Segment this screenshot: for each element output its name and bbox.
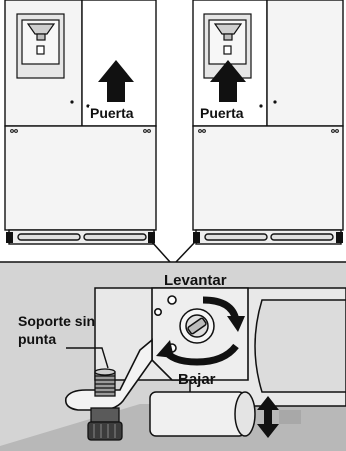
leveling-leg-right	[193, 232, 343, 243]
bracket-foot	[64, 338, 153, 411]
leveling-screw	[179, 308, 215, 344]
door-label-right: Puerta	[199, 105, 245, 121]
support-label-line1: Soporte sin	[18, 313, 96, 329]
up-arrow-right	[210, 60, 246, 102]
lower-arrow	[156, 340, 239, 366]
water-dispenser-left	[16, 13, 65, 79]
door-handle-left	[70, 100, 74, 104]
support-leader-line	[66, 347, 109, 369]
right-door-panel	[266, 0, 344, 127]
callout-lines	[151, 241, 196, 263]
toe-grille-slot	[254, 299, 346, 393]
door-label-left: Puerta	[89, 105, 135, 121]
support-label-line2: punta	[18, 331, 57, 347]
lower-label: Bajar	[178, 371, 216, 388]
up-down-arrow	[257, 396, 301, 438]
refrigerator-left	[4, 0, 157, 245]
raise-label: Levantar	[164, 272, 227, 289]
raise-arrow	[202, 296, 245, 332]
tipless-support-leg	[87, 368, 123, 441]
door-handle-right	[259, 104, 263, 108]
up-arrow-left	[98, 60, 134, 102]
roller-wheel	[149, 391, 256, 437]
refrigerator-right	[192, 0, 344, 245]
freezer-drawer	[4, 125, 157, 231]
right-door-panel-open	[81, 0, 157, 127]
freezer-drawer	[192, 125, 344, 231]
detail-view	[0, 261, 346, 451]
leveling-leg-left	[6, 232, 155, 243]
